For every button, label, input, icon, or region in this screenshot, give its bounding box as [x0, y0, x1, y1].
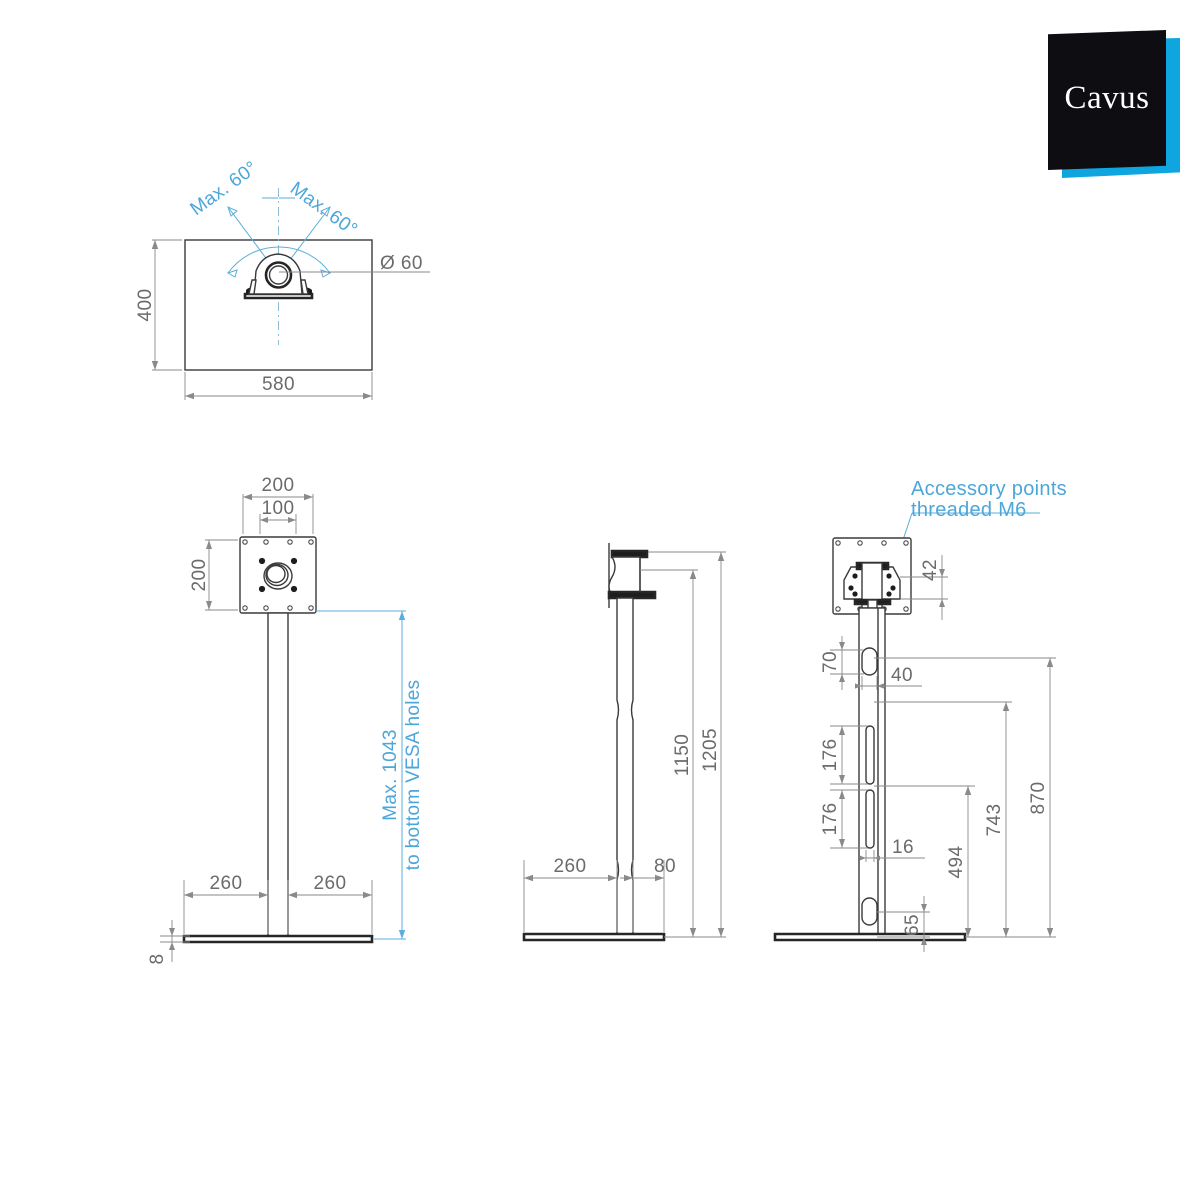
- dim-side-column-depth: 80: [620, 856, 676, 932]
- dim-rear-70-label: 70: [820, 651, 841, 673]
- diameter-label: Ø 60: [380, 253, 423, 274]
- dim-vesa-height: 200: [189, 539, 238, 611]
- swivel-ray-arrow-left: [227, 206, 238, 217]
- dim-rear-16-label: 16: [892, 837, 914, 858]
- logo-wordmark: Cavus: [1064, 80, 1150, 116]
- cable-slot-mid-lower: [865, 789, 875, 849]
- tube-inner-circle: [268, 265, 289, 285]
- side-bracket-top-bar: [610, 549, 649, 559]
- dim-vesa-height-label: 200: [189, 559, 210, 592]
- dim-base-left-label: 260: [210, 873, 243, 894]
- side-column: [616, 597, 634, 937]
- side-base-plate: [522, 932, 666, 942]
- dim-max-vesa-height-note: to bottom VESA holes: [403, 680, 424, 871]
- swivel-lug-left: [248, 279, 257, 295]
- accessory-points-callout: Accessory points threaded M6: [895, 478, 1067, 562]
- logo-black-shape: [1048, 30, 1166, 170]
- front-vesa-plate: [239, 536, 317, 614]
- accessory-hole: [886, 591, 892, 597]
- dim-rear-743-label: 743: [984, 804, 1005, 837]
- swivel-label-right: Max. 60°: [286, 178, 361, 241]
- dim-rear-70: 70: [820, 636, 864, 690]
- rear-view: Accessory points threaded M6: [773, 478, 1067, 952]
- dim-vesa-outer-width-label: 200: [262, 475, 295, 496]
- cavus-logo: Cavus: [1048, 30, 1184, 178]
- accessory-hole: [848, 585, 854, 591]
- dim-side-base-depth: 260: [523, 856, 618, 932]
- swivel-label-left: Max. 60°: [187, 157, 262, 220]
- dim-rear-176-upper-label: 176: [820, 739, 841, 772]
- dim-base-right: 260: [287, 873, 373, 934]
- dim-base-thickness: 8: [147, 920, 190, 964]
- dim-rear-176-upper: 176: [820, 725, 868, 785]
- front-base-plate: [182, 934, 374, 944]
- dim-max-vesa-height-label: Max. 1043: [380, 729, 401, 820]
- accessory-points-label-line1: Accessory points: [911, 478, 1067, 500]
- accessory-points-label-line2: threaded M6: [911, 499, 1027, 521]
- swivel-lug-right: [300, 279, 309, 295]
- dim-base-right-label: 260: [314, 873, 347, 894]
- accessory-hole: [890, 585, 896, 591]
- swivel-arc: [227, 246, 331, 274]
- dim-rear-42-label: 42: [920, 559, 941, 581]
- dim-rear-65: 65: [877, 896, 930, 952]
- cable-slot-mid-upper: [865, 725, 875, 785]
- dim-side-base-depth-label: 260: [554, 856, 587, 877]
- dim-rear-870-label: 870: [1028, 782, 1049, 815]
- accessory-hole: [852, 591, 858, 597]
- dim-rear-870: 870: [874, 657, 1056, 938]
- dim-side-height-1150-label: 1150: [672, 734, 693, 776]
- accessory-hole: [852, 573, 858, 579]
- dim-base-thickness-label: 8: [147, 954, 168, 965]
- dim-rear-42: 42: [900, 555, 948, 620]
- dim-top-depth: 400: [135, 239, 182, 371]
- side-mount-bracket: [607, 549, 657, 600]
- rear-lock-knob: [867, 599, 878, 609]
- dim-side-height-1205: 1205: [648, 551, 726, 938]
- dim-max-vesa-height: Max. 1043 to bottom VESA holes: [316, 610, 424, 940]
- dim-rear-16: 16: [860, 837, 925, 862]
- front-view: 200 100 200: [147, 475, 424, 964]
- dim-vesa-inner-width: 100: [259, 498, 297, 534]
- front-column: [267, 612, 289, 940]
- dim-rear-743: 743: [874, 701, 1012, 938]
- swivel-arc-arrow-left: [226, 269, 238, 278]
- dim-rear-40-label: 40: [891, 665, 913, 686]
- dim-top-depth-label: 400: [135, 289, 156, 322]
- dim-base-left: 260: [183, 873, 269, 934]
- side-view: 260 80 1150: [522, 543, 726, 942]
- dim-rear-176-lower: 176: [820, 789, 868, 849]
- dim-vesa-inner-width-label: 100: [262, 498, 295, 519]
- swivel-ray-arrow-right: [320, 206, 331, 217]
- dim-top-width-label: 580: [262, 374, 295, 395]
- rear-vesa-plate: [832, 537, 912, 615]
- dim-rear-65-label: 65: [902, 914, 923, 936]
- side-bracket-bottom-bar: [607, 590, 657, 600]
- dim-side-height-1205-label: 1205: [700, 728, 721, 772]
- dim-rear-494: 494: [874, 785, 975, 938]
- swivel-mechanism: [243, 253, 314, 300]
- dim-side-height-1150: 1150: [640, 569, 698, 938]
- dim-rear-176-lower-label: 176: [820, 803, 841, 836]
- cable-slot-top: [861, 647, 878, 676]
- dim-side-column-depth-label: 80: [654, 856, 676, 877]
- dim-vesa-outer-width: 200: [242, 475, 314, 534]
- top-view: Max. 60° Max. 60° Ø 60: [135, 157, 430, 400]
- dim-rear-494-label: 494: [946, 846, 967, 879]
- dim-rear-40: 40: [855, 665, 922, 690]
- cable-slot-bottom: [861, 897, 878, 926]
- rear-base-plate: [773, 932, 967, 942]
- swivel-arc-arrow-right: [320, 269, 332, 278]
- side-bracket-profile: [608, 556, 641, 596]
- dim-top-width: 580: [184, 372, 373, 400]
- accessory-hole: [886, 573, 892, 579]
